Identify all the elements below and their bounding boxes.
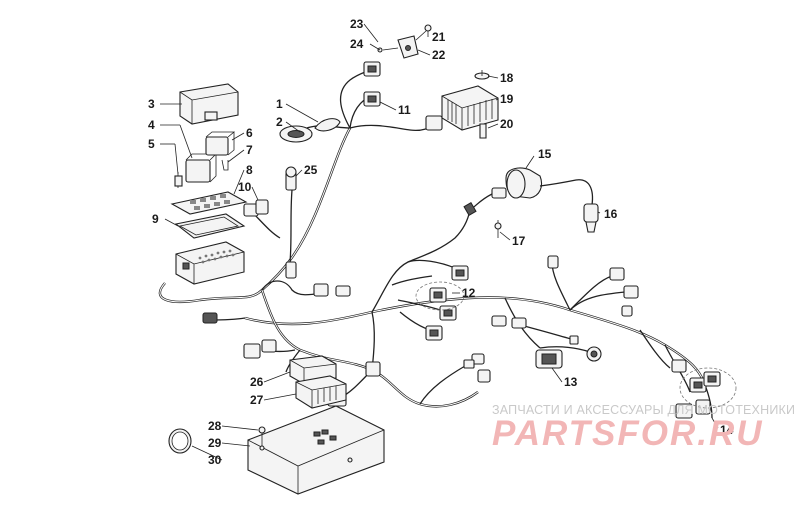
sensor — [285, 166, 297, 279]
callout-19: 19 — [500, 92, 514, 106]
callout-30: 30 — [208, 453, 222, 467]
relays — [174, 131, 236, 188]
switch-13 — [535, 335, 602, 369]
callout-23: 23 — [350, 17, 364, 31]
callout-14: 14 — [720, 423, 734, 437]
callout-7: 7 — [246, 143, 253, 157]
callout-1: 1 — [276, 97, 283, 111]
connectors-12 — [415, 265, 469, 341]
callout-17: 17 — [512, 234, 526, 248]
callout-15: 15 — [538, 147, 552, 161]
callout-28: 28 — [208, 419, 222, 433]
relay-cover — [179, 83, 239, 125]
callout-21: 21 — [432, 30, 446, 44]
callout-24: 24 — [350, 37, 364, 51]
callout-8: 8 — [246, 163, 253, 177]
connector-10 — [202, 199, 269, 324]
watermark-logo: PARTSFOR.RU — [492, 414, 764, 453]
callout-16: 16 — [604, 207, 618, 221]
bracket — [377, 24, 432, 59]
cable-strap — [168, 428, 192, 454]
connectors-14 — [671, 359, 737, 419]
callout-4: 4 — [148, 118, 155, 132]
callout-5: 5 — [148, 137, 155, 151]
callout-29: 29 — [208, 436, 222, 450]
control-module — [289, 355, 347, 409]
callout-11: 11 — [398, 103, 411, 117]
callout-25: 25 — [304, 163, 318, 177]
callout-20: 20 — [500, 117, 514, 131]
watermark-caption: ЗАПЧАСТИ И АКСЕССУАРЫ ДЛЯ МОТОТЕХНИКИ — [492, 403, 796, 417]
callout-6: 6 — [246, 126, 253, 140]
callout-18: 18 — [500, 71, 514, 85]
callout-22: 22 — [432, 48, 446, 62]
callout-12: 12 — [462, 286, 476, 300]
voltage-regulator — [441, 70, 499, 139]
callout-2: 2 — [276, 115, 283, 129]
callout-13: 13 — [564, 375, 578, 389]
grommet — [279, 118, 341, 143]
callout-labels: 1 2 3 4 5 6 7 8 9 10 11 12 13 14 15 16 1… — [148, 17, 734, 467]
callout-9: 9 — [152, 212, 159, 226]
fuse-block — [170, 191, 248, 285]
callout-26: 26 — [250, 375, 264, 389]
callout-10: 10 — [238, 180, 252, 194]
leader-lines — [160, 23, 719, 461]
callout-3: 3 — [148, 97, 155, 111]
ignition-coil — [463, 167, 599, 238]
connector-11 — [363, 61, 443, 131]
mounting-tray — [247, 405, 385, 495]
callout-27: 27 — [250, 393, 264, 407]
